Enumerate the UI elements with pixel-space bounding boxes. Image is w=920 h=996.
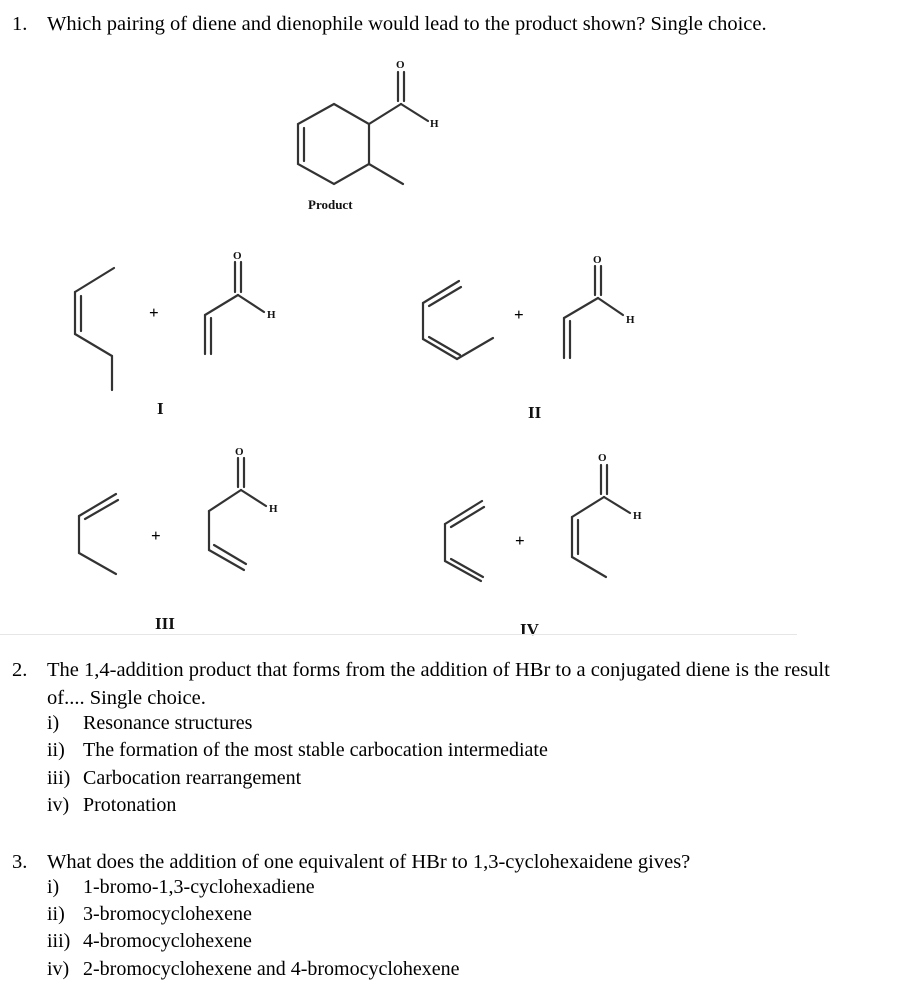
- option-label: III: [155, 614, 175, 633]
- option-text: 4-bromocyclohexene: [83, 930, 252, 952]
- atom-label-o: O: [235, 446, 244, 458]
- option-numeral: ii): [47, 739, 65, 761]
- option-numeral: iii): [47, 767, 71, 789]
- option-label: II: [528, 403, 542, 422]
- question-text-line-1: The 1,4-addition product that forms from…: [47, 659, 830, 681]
- option-i[interactable]: + O H I: [73, 250, 276, 418]
- atom-label-h: H: [633, 510, 642, 522]
- option-text: The formation of the most stable carboca…: [83, 739, 548, 761]
- option-numeral: i): [47, 876, 60, 898]
- option-text: 1-bromo-1,3-cyclohexadiene: [83, 876, 315, 898]
- option-iv[interactable]: + O H IV: [443, 452, 642, 639]
- plus-sign: +: [514, 305, 524, 324]
- option-numeral: iii): [47, 930, 71, 952]
- question-text: What does the addition of one equivalent…: [47, 851, 691, 873]
- plus-sign: +: [151, 526, 161, 545]
- question-text: Which pairing of diene and dienophile wo…: [47, 13, 767, 35]
- plus-sign: +: [515, 531, 525, 550]
- atom-label-h: H: [626, 314, 635, 326]
- option-label: I: [157, 399, 164, 418]
- option-text: Resonance structures: [83, 712, 253, 734]
- question-number: 2.: [12, 659, 28, 681]
- question-text-line-2: of.... Single choice.: [47, 687, 206, 709]
- option-numeral: ii): [47, 903, 65, 925]
- atom-label-h: H: [267, 309, 276, 321]
- atom-label-h: H: [269, 503, 278, 515]
- atom-label-o: O: [593, 254, 602, 266]
- option-iii[interactable]: + O H III: [77, 446, 278, 633]
- atom-label-o: O: [396, 59, 405, 71]
- plus-sign: +: [149, 303, 159, 322]
- product-label: Product: [308, 197, 353, 212]
- option-numeral: i): [47, 712, 60, 734]
- divider: [0, 634, 797, 635]
- atom-label-o: O: [233, 250, 242, 262]
- atom-label-o: O: [598, 452, 607, 464]
- question-number: 1.: [12, 13, 28, 35]
- option-ii[interactable]: + O H II: [421, 254, 635, 422]
- option-text: 2-bromocyclohexene and 4-bromocyclohexen…: [83, 958, 460, 980]
- question-number: 3.: [12, 851, 28, 873]
- option-label: IV: [520, 620, 540, 639]
- atom-label-h: H: [430, 118, 439, 130]
- option-text: Carbocation rearrangement: [83, 767, 302, 789]
- option-text: 3-bromocyclohexene: [83, 903, 252, 925]
- option-text: Protonation: [83, 794, 177, 816]
- option-numeral: iv): [47, 794, 70, 816]
- product-structure: O H Product: [296, 59, 439, 212]
- option-numeral: iv): [47, 958, 70, 980]
- reaction-scheme: O H Product + O H I + O H: [73, 59, 642, 639]
